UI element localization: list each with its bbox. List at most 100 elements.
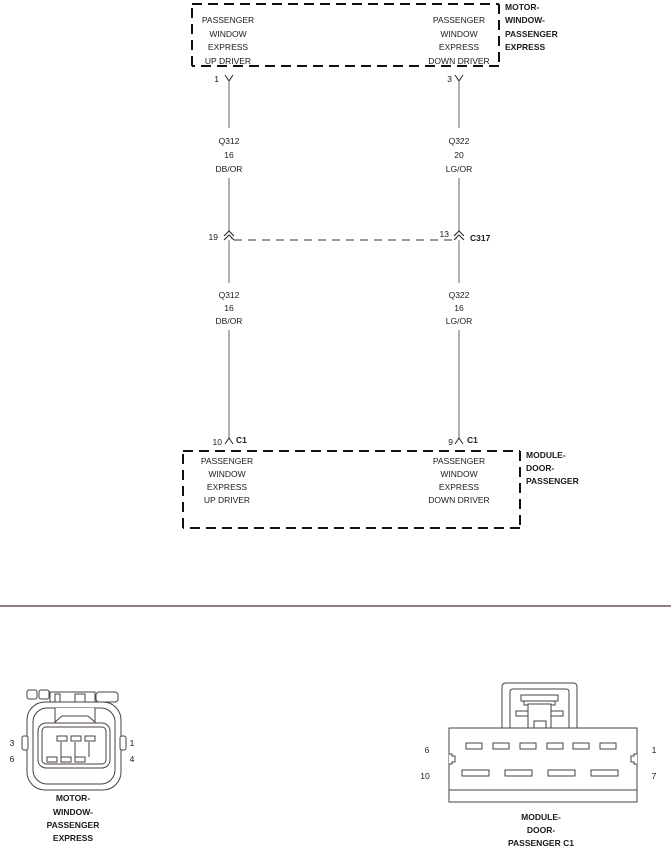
pin-number: 10 xyxy=(420,771,430,781)
pin-number: 9 xyxy=(448,437,453,447)
wire-gauge: 16 xyxy=(224,150,234,160)
latch-detail xyxy=(74,693,86,703)
wire-gauge: 20 xyxy=(454,150,464,160)
pin-label-line: EXPRESS xyxy=(439,482,479,492)
pin-cavity xyxy=(60,756,72,763)
pin-label-line: EXPRESS xyxy=(208,42,248,52)
pin-number: 1 xyxy=(214,74,219,84)
component-name-line: MODULE- xyxy=(526,450,566,460)
circuit-id: Q322 xyxy=(449,290,470,300)
circuit-id: Q312 xyxy=(219,136,240,146)
pin-number: 7 xyxy=(652,771,657,781)
connector-name: C317 xyxy=(470,233,491,243)
pin-label-line: UP DRIVER xyxy=(204,495,250,505)
wire-gauge: 16 xyxy=(224,303,234,313)
wire-color: DB/OR xyxy=(216,164,243,174)
lock-bar xyxy=(520,694,559,702)
inline-connector-icon xyxy=(453,230,465,241)
pin-label-line: DOWN DRIVER xyxy=(428,495,489,505)
motor-connector-face-view: 3 6 1 4 MOTOR- WINDOW- PASSENGER EXPRESS xyxy=(10,689,135,843)
pin-label-line: DOWN DRIVER xyxy=(428,56,489,66)
top-right-terminal: 3 xyxy=(447,74,464,84)
pin-cavity xyxy=(492,742,510,750)
wire-color: LG/OR xyxy=(446,164,472,174)
connector-name: C1 xyxy=(467,435,478,445)
wire-label-q322-lower: Q322 16 LG/OR xyxy=(446,290,472,326)
component-dashed-outline xyxy=(182,450,521,529)
bottom-right-terminal: 9 C1 xyxy=(448,435,478,447)
female-terminal-icon xyxy=(454,437,464,445)
motor-window-passenger-express-component: PASSENGER WINDOW EXPRESS UP DRIVER PASSE… xyxy=(191,2,558,67)
pin-cavity xyxy=(56,735,68,742)
pin-cavity xyxy=(70,735,82,742)
pin-cavity xyxy=(572,742,590,750)
pin-cavity xyxy=(46,756,58,763)
connector-caption-line: MOTOR- xyxy=(56,793,90,803)
inline-connector-c317: 19 13 C317 xyxy=(209,229,491,243)
pin-label-line: WINDOW xyxy=(208,469,245,479)
latch-detail xyxy=(54,693,61,703)
wire-label-q322-upper: Q322 20 LG/OR xyxy=(446,136,472,174)
connector-caption-line: MODULE- xyxy=(521,812,561,822)
pin-cavity xyxy=(461,769,490,777)
pin-label-line: PASSENGER xyxy=(201,456,253,466)
pin-number: 1 xyxy=(652,745,657,755)
pin-cavity xyxy=(504,769,533,777)
wire-color: LG/OR xyxy=(446,316,472,326)
wire-color: DB/OR xyxy=(216,316,243,326)
component-name-line: WINDOW- xyxy=(505,15,545,25)
latch-tab xyxy=(38,689,50,700)
pin-cavity xyxy=(465,742,483,750)
connector-caption-line: EXPRESS xyxy=(53,833,93,843)
pin-cavity xyxy=(519,742,537,750)
wire-label-q312-lower: Q312 16 DB/OR xyxy=(216,290,243,326)
pin-label-line: EXPRESS xyxy=(439,42,479,52)
module-door-passenger-component: PASSENGER WINDOW EXPRESS UP DRIVER PASSE… xyxy=(182,450,579,529)
connector-caption-line: PASSENGER C1 xyxy=(508,838,574,848)
female-terminal-icon xyxy=(224,437,234,445)
latch-tab xyxy=(95,691,119,703)
connector-caption-line: WINDOW- xyxy=(53,807,93,817)
lock-notch xyxy=(533,720,547,729)
pin-label-line: WINDOW xyxy=(440,469,477,479)
side-key xyxy=(630,753,637,765)
pin-label-line: EXPRESS xyxy=(207,482,247,492)
connector-name: C1 xyxy=(236,435,247,445)
pin-number: 3 xyxy=(10,738,15,748)
inline-connector-icon xyxy=(223,230,235,241)
top-left-terminal: 1 xyxy=(214,74,234,84)
pin-number: 3 xyxy=(447,74,452,84)
pin-label-line: WINDOW xyxy=(440,29,477,39)
pin-cavity xyxy=(590,769,619,777)
pin-number: 19 xyxy=(209,232,219,242)
pin-number: 4 xyxy=(130,754,135,764)
wire-label-q312-upper: Q312 16 DB/OR xyxy=(216,136,243,174)
pin-label-line: PASSENGER xyxy=(433,15,485,25)
component-name-line: PASSENGER xyxy=(526,476,579,486)
pin-cavity xyxy=(599,742,617,750)
connector-body xyxy=(448,727,638,803)
bottom-left-terminal: 10 C1 xyxy=(213,435,248,447)
component-dashed-outline xyxy=(191,3,500,67)
side-tab xyxy=(21,735,29,751)
connector-caption-line: PASSENGER xyxy=(47,820,100,830)
pin-cavity xyxy=(546,742,564,750)
pin-number: 6 xyxy=(425,745,430,755)
component-name-line: PASSENGER xyxy=(505,29,558,39)
pin-number: 1 xyxy=(130,738,135,748)
pin-label-line: UP DRIVER xyxy=(205,56,251,66)
circuit-id: Q322 xyxy=(449,136,470,146)
pin-number: 13 xyxy=(440,229,450,239)
pin-label-line: PASSENGER xyxy=(433,456,485,466)
circuit-id: Q312 xyxy=(219,290,240,300)
male-terminal-icon xyxy=(454,74,464,82)
pin-label-line: WINDOW xyxy=(209,29,246,39)
pin-cavity xyxy=(547,769,576,777)
side-key xyxy=(449,753,456,765)
male-terminal-icon xyxy=(224,74,234,82)
module-c1-connector-face-view: 6 10 1 7 MODULE- DOOR- PASSENGER C1 xyxy=(420,682,657,848)
component-name-line: DOOR- xyxy=(526,463,555,473)
pin-number: 6 xyxy=(10,754,15,764)
component-name-line: EXPRESS xyxy=(505,42,545,52)
